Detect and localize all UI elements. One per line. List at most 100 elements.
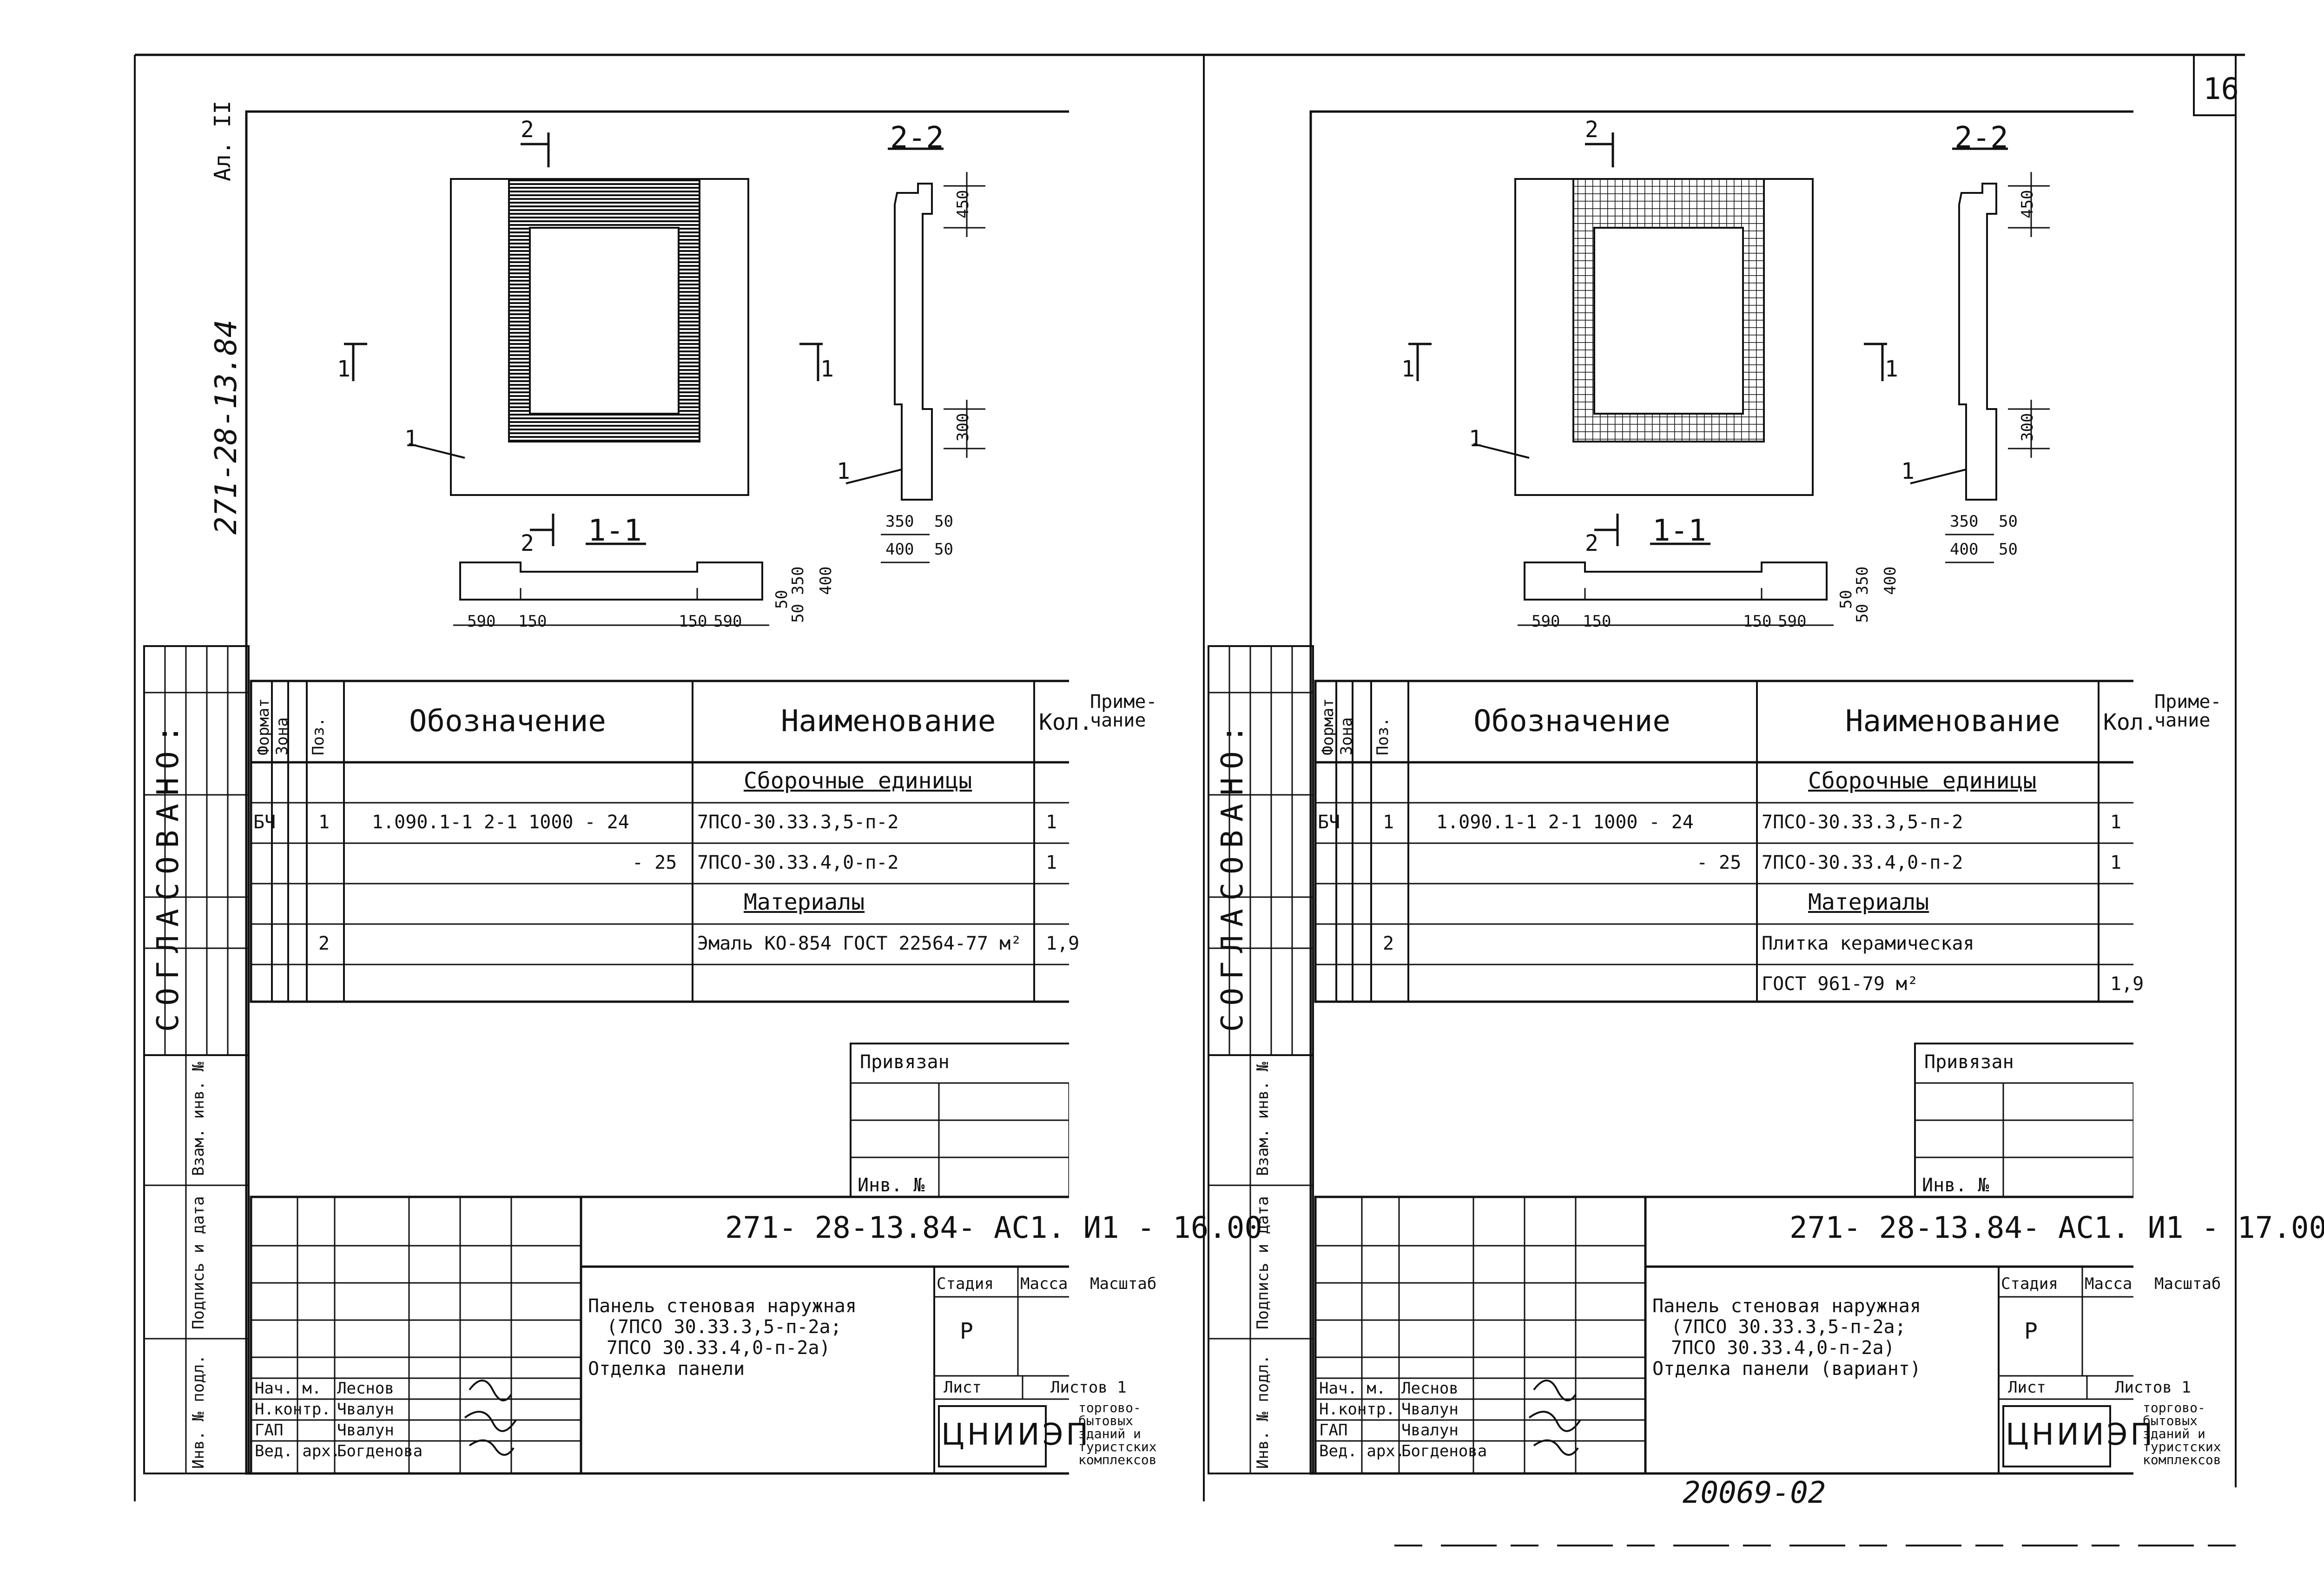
spec-table xyxy=(1314,680,2133,1003)
spec-section-heading: Сборочные единицы xyxy=(744,768,972,794)
side-label-0: Взам. инв. № xyxy=(189,1062,208,1176)
spec-name: 7ПСО-30.33.4,0-п-2 xyxy=(697,852,899,873)
doc-code: 271- 28-13.84- АС1. И1 - 16.00 xyxy=(725,1211,1262,1245)
staff-role: Н.контр. xyxy=(255,1400,331,1419)
mark-2-top: 2 xyxy=(521,117,534,143)
spec-designation: - 25 xyxy=(632,852,677,873)
dim-150b: 150 xyxy=(679,612,707,631)
staff-name: Леснов xyxy=(1401,1379,1459,1398)
title-line: (7ПСО 30.33.3,5-п-2а; xyxy=(607,1316,842,1338)
title-block xyxy=(250,1196,1069,1475)
stage-hdr-0: Стадия xyxy=(2001,1275,2058,1293)
section-11-profile xyxy=(459,561,763,601)
spec-pos: 1 xyxy=(318,812,330,833)
spec-section-heading: Материалы xyxy=(744,889,865,915)
bottom-code: 20069-02 xyxy=(1683,1476,1826,1510)
hdr-zone: Зона xyxy=(1337,717,1356,755)
spec-name: Эмаль КО-854 ГОСТ 22564-77 м² xyxy=(697,933,1022,954)
org-box xyxy=(2002,1405,2111,1467)
side-label-0: Взам. инв. № xyxy=(1254,1062,1272,1176)
org-sub: бытовых xyxy=(1078,1413,1134,1428)
title-line: Панель стеновая наружная xyxy=(588,1295,857,1317)
mark-2-bottom: 2 xyxy=(1585,530,1598,556)
dim-side-400: 400 xyxy=(885,540,914,559)
title-line: Отделка панели (вариант) xyxy=(1652,1358,1921,1380)
staff-role: Нач. м. xyxy=(255,1379,322,1398)
staff-name: Чвалун xyxy=(1401,1400,1459,1419)
staff-name: Богденова xyxy=(337,1442,423,1460)
sheet-label: Лист xyxy=(944,1378,982,1397)
spec-table xyxy=(250,680,1069,1003)
dim-590b: 590 xyxy=(1778,612,1807,631)
spec-designation: - 25 xyxy=(1697,852,1742,873)
stage-hdr-1: Масса xyxy=(2085,1275,2133,1293)
spec-pos: 1 xyxy=(1383,812,1394,833)
sheets-label: Листов 1 xyxy=(2115,1378,2191,1397)
dim-small-50b: 50 xyxy=(1853,604,1872,623)
window-opening xyxy=(1593,227,1744,415)
window-opening xyxy=(529,227,680,415)
hdr-pos: Поз. xyxy=(309,717,328,755)
page-number: 16 xyxy=(2203,72,2239,106)
staff-name: Чвалун xyxy=(337,1421,394,1440)
staff-name: Чвалун xyxy=(1401,1421,1459,1440)
staff-role: Вед. арх. xyxy=(255,1442,341,1460)
stage-val: Р xyxy=(960,1318,973,1344)
spec-name: 7ПСО-30.33.3,5-п-2 xyxy=(1762,812,1963,833)
dim-small-400: 400 xyxy=(817,566,835,595)
dim-150b: 150 xyxy=(1743,612,1772,631)
hdr-note: Приме-чание xyxy=(2154,691,2222,731)
staff-role: ГАП xyxy=(255,1421,284,1440)
spec-format: БЧ xyxy=(253,812,276,833)
section-22-profile xyxy=(894,183,933,501)
inv-no-label: Инв. № xyxy=(858,1175,925,1196)
hdr-qty: Кол. xyxy=(1039,709,1093,735)
dim-300: 300 xyxy=(2018,413,2037,442)
spec-pos: 2 xyxy=(1383,933,1394,954)
org-sub: бытовых xyxy=(2143,1413,2198,1428)
title-block xyxy=(1314,1196,2133,1475)
spec-designation: 1.090.1-1 2-1 1000 - 24 xyxy=(1436,812,1694,833)
dim-590b: 590 xyxy=(713,612,742,631)
mark-2-top: 2 xyxy=(1585,117,1598,143)
privyazan-label: Привязан xyxy=(860,1051,950,1073)
org-sub: зданий и xyxy=(1078,1426,1141,1441)
privyazan-label: Привязан xyxy=(1924,1051,2014,1073)
hdr-note: Приме-чание xyxy=(1090,691,1157,731)
callout-line-22 xyxy=(845,469,902,484)
side-label-1: Подпись и дата xyxy=(189,1196,208,1329)
stage-hdr-1: Масса xyxy=(1020,1275,1068,1293)
org-sub: зданий и xyxy=(2143,1426,2205,1441)
org-sub: торгово- xyxy=(1078,1400,1141,1415)
section-22-title: 2-2 xyxy=(890,121,944,155)
spec-pos: 2 xyxy=(318,933,330,954)
callout-1: 1 xyxy=(1469,426,1482,452)
spec-name: Плитка керамическая xyxy=(1762,933,1974,954)
hdr-format: Формат xyxy=(1319,698,1337,755)
hdr-name: Наименование xyxy=(1845,704,2060,739)
org-sub: торгово- xyxy=(2143,1400,2205,1415)
section-mark-1-left: 1 xyxy=(337,356,350,382)
inv-no-label: Инв. № xyxy=(1922,1175,1989,1196)
hdr-designation: Обозначение xyxy=(1473,704,1670,739)
mark-2-bottom: 2 xyxy=(521,530,534,556)
staff-role: Н.контр. xyxy=(1319,1400,1395,1419)
side-label-1: Подпись и дата xyxy=(1254,1196,1272,1329)
doc-code: 271- 28-13.84- АС1. И1 - 17.00 xyxy=(1789,1211,2324,1245)
spec-section-heading: Материалы xyxy=(1808,889,1929,915)
dim-side-350: 350 xyxy=(885,512,914,531)
spec-name: ГОСТ 961-79 м² xyxy=(1762,973,1919,995)
section-mark-1-right: 1 xyxy=(1885,356,1898,382)
callout-line-22 xyxy=(1910,469,1967,484)
org-name: ЦНИИЭП xyxy=(2006,1418,2156,1452)
hdr-pos: Поз. xyxy=(1373,717,1392,755)
section-22-title: 2-2 xyxy=(1954,121,2008,155)
dim-small-350: 350 xyxy=(1853,566,1872,595)
sheets-label: Листов 1 xyxy=(1050,1378,1127,1397)
dim-small-50a: 50 xyxy=(1837,590,1855,609)
spec-qty: 1 xyxy=(2110,852,2122,873)
section-mark-1-right: 1 xyxy=(820,356,834,382)
hdr-name: Наименование xyxy=(781,704,996,739)
dim-small-400: 400 xyxy=(1881,566,1900,595)
